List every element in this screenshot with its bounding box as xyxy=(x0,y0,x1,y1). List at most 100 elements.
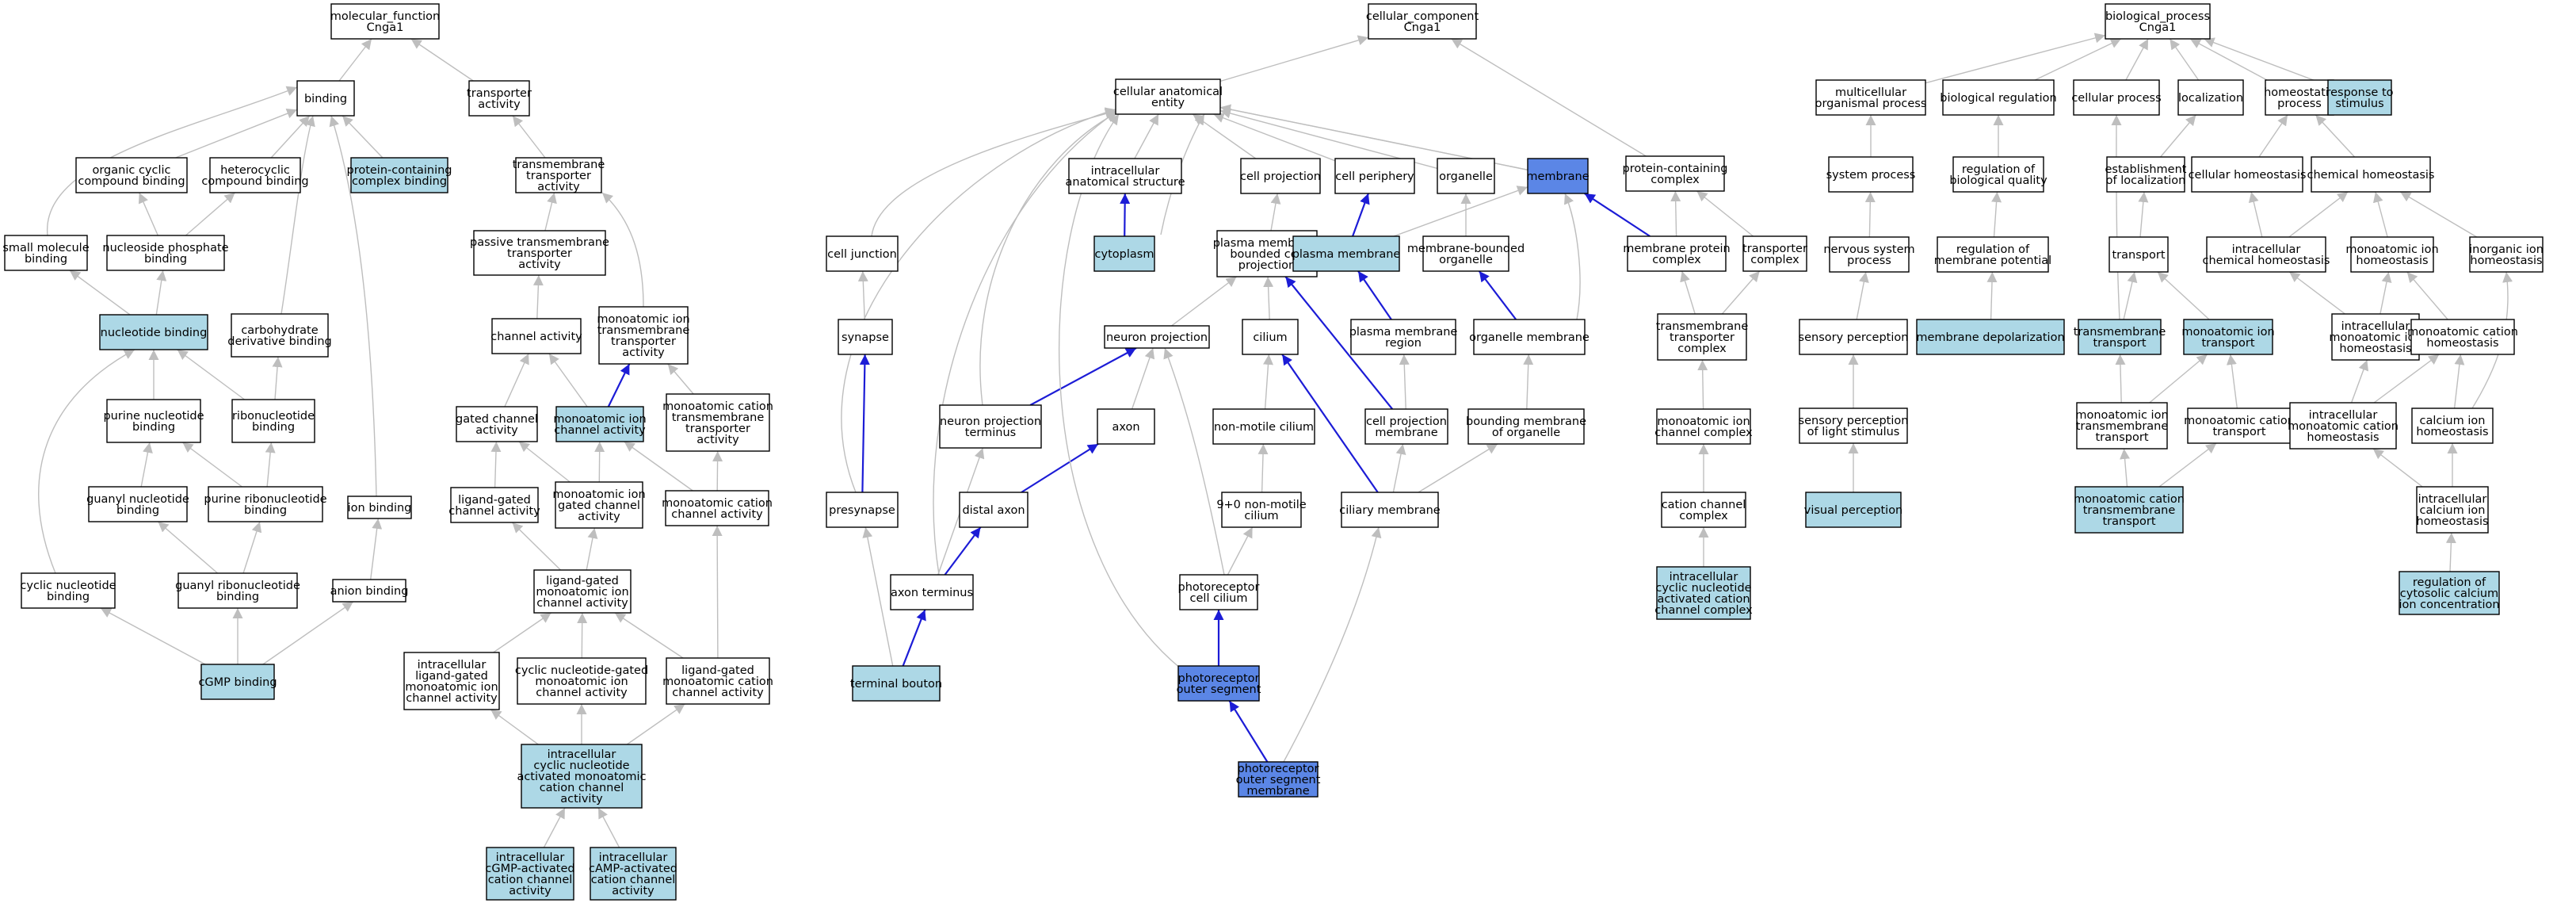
node-sensory[interactable]: sensory perception xyxy=(1799,319,1909,355)
node-cellhomeo[interactable]: cellular homeostasis xyxy=(2189,156,2307,193)
node-nucleotide[interactable]: nucleotide binding xyxy=(99,314,208,350)
node-orgmem[interactable]: organelle membrane xyxy=(1469,319,1589,355)
node-cgmp[interactable]: cGMP binding xyxy=(198,664,277,700)
node-periph[interactable]: cell periphery xyxy=(1334,158,1415,194)
node-axon[interactable]: axon xyxy=(1097,408,1155,445)
node-mctta[interactable]: monoatomic cationtransmembranetransporte… xyxy=(662,393,773,452)
node-transport[interactable]: transport xyxy=(2109,236,2169,273)
node-binding[interactable]: binding xyxy=(296,80,355,117)
node-axonterm[interactable]: axon terminus xyxy=(890,574,974,610)
node-mitmta[interactable]: monoatomic iontransmembranetransporterac… xyxy=(597,306,690,365)
node-anion[interactable]: anion binding xyxy=(330,579,409,603)
node-channel[interactable]: channel activity xyxy=(490,318,582,354)
node-local[interactable]: localization xyxy=(2177,79,2244,116)
node-chemhomeo[interactable]: chemical homeostasis xyxy=(2307,156,2435,193)
node-neuronproj[interactable]: neuron projection xyxy=(1104,325,1210,349)
node-system[interactable]: system process xyxy=(1826,156,1916,193)
node-visual[interactable]: visual perception xyxy=(1804,492,1903,528)
node-memdepol[interactable]: membrane depolarization xyxy=(1916,319,2065,355)
node-junction[interactable]: cell junction xyxy=(826,235,899,272)
node-nonmotile[interactable]: non-motile cilium xyxy=(1212,408,1315,445)
node-plasma[interactable]: plasma membrane xyxy=(1292,235,1401,272)
node-cellproc[interactable]: cellular process xyxy=(2071,79,2162,116)
node-synapse[interactable]: synapse xyxy=(838,319,893,355)
node-ion[interactable]: ion binding xyxy=(347,496,412,519)
node-cilium[interactable]: cilium xyxy=(1242,319,1299,355)
node-organelle[interactable]: organelle xyxy=(1437,158,1495,194)
node-bouton[interactable]: terminal bouton xyxy=(850,665,942,702)
node-cytoplasm[interactable]: cytoplasm xyxy=(1093,235,1155,272)
node-bioreg[interactable]: biological regulation xyxy=(1940,79,2057,116)
node-cellproj[interactable]: cell projection xyxy=(1240,158,1321,194)
node-ciliarymem[interactable]: ciliary membrane xyxy=(1339,492,1441,528)
